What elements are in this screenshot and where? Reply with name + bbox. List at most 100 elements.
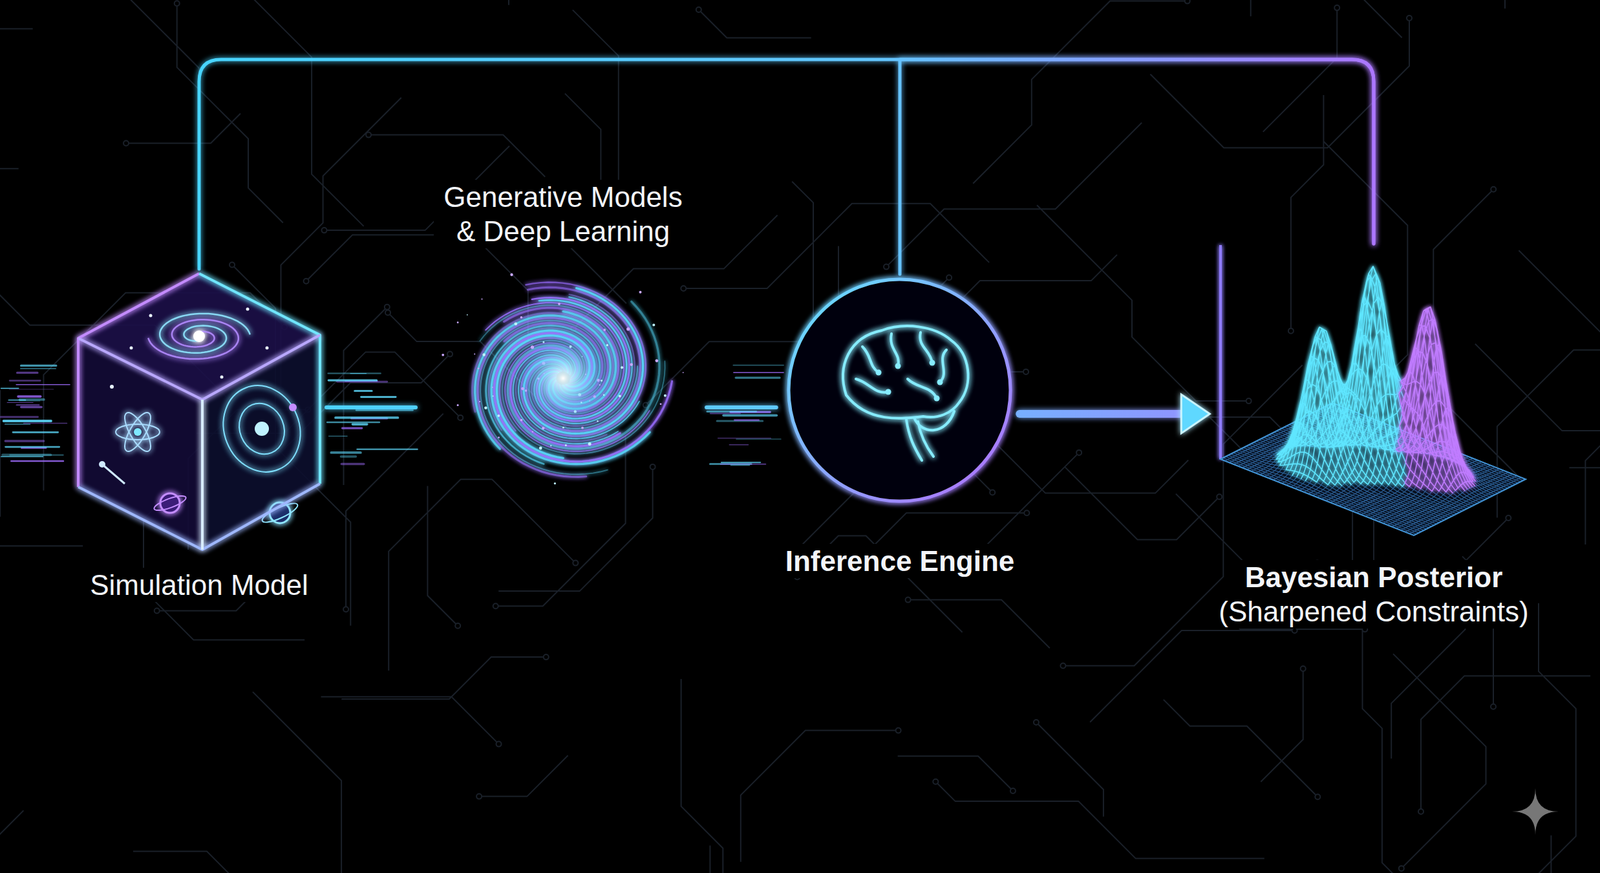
circuit-pad <box>1216 493 1222 500</box>
swirl-particle <box>660 402 662 405</box>
swirl-core <box>517 332 609 424</box>
orbit-sun <box>254 421 269 436</box>
swirl-particle <box>652 323 655 327</box>
data-streak <box>720 463 766 465</box>
data-streak <box>731 464 750 466</box>
circuit-pad <box>1023 369 1029 375</box>
circuit-pad <box>496 741 502 747</box>
brain-folds <box>855 332 947 399</box>
data-streak <box>721 461 761 463</box>
data-streak <box>341 462 364 466</box>
swirl-particle <box>618 394 622 398</box>
circuit-trace <box>908 599 1050 649</box>
data-streak <box>21 364 57 367</box>
node-graphic <box>73 270 326 555</box>
swirl-particle <box>466 314 469 316</box>
circuit-pad <box>896 727 902 734</box>
circuit-pad <box>457 415 463 421</box>
circuit-trace <box>368 135 545 178</box>
circuit-pad <box>1505 515 1511 521</box>
data-streak <box>710 412 740 415</box>
probe-dot <box>98 460 106 468</box>
galaxy-arm <box>148 319 239 359</box>
swirl-particle <box>491 386 494 388</box>
data-streak <box>735 376 780 379</box>
circuit-trace <box>1233 0 1403 38</box>
circuit-trace <box>740 730 899 862</box>
circuit-trace <box>886 122 1142 267</box>
data-streak <box>716 420 763 423</box>
circuit-pad <box>932 778 939 785</box>
circuit-trace <box>126 113 241 144</box>
atom-core <box>133 427 142 436</box>
data-streak <box>9 379 41 382</box>
circuit-pad <box>1288 328 1294 334</box>
circuit-pad <box>123 140 129 147</box>
swirl-particle <box>554 482 556 485</box>
brain-outline <box>843 325 969 419</box>
circuit-trace <box>935 781 1265 859</box>
circuit-trace <box>1260 668 1303 782</box>
star-dot <box>246 307 250 311</box>
swirl-arm <box>493 332 672 462</box>
swirl-particle <box>626 327 630 331</box>
circuit-dot <box>875 369 882 376</box>
circuit-trace <box>972 1 1188 184</box>
data-streak <box>0 415 38 418</box>
circuit-trace <box>388 479 576 671</box>
circuit-trace <box>1036 204 1249 401</box>
circuit-pad <box>905 597 911 603</box>
swirl-particle <box>606 343 609 346</box>
circuit-trace <box>709 845 774 873</box>
circuit-pad <box>1184 0 1191 4</box>
axis-line <box>1219 245 1222 459</box>
circuit-pad <box>174 0 180 6</box>
data-streak <box>328 379 377 382</box>
circuit-trace <box>791 181 814 332</box>
swirl-particle <box>520 316 523 319</box>
swirl-particle <box>497 414 500 417</box>
circuit-pad <box>1033 719 1039 725</box>
circuit-pad <box>1076 449 1082 456</box>
node-graphic <box>1215 245 1533 543</box>
swirl-particle <box>513 321 518 326</box>
swirl-particle <box>481 298 483 300</box>
circuit-pad <box>543 654 549 660</box>
circuit-pad <box>650 464 656 470</box>
atom-orbit <box>115 424 160 440</box>
data-streak <box>361 395 397 398</box>
circuit-pad <box>989 490 995 496</box>
connector-line <box>199 59 1374 269</box>
swirl-particle <box>596 420 598 422</box>
circuit-trace <box>897 755 1014 791</box>
circuit-trace <box>0 0 33 30</box>
data-streak <box>357 448 418 450</box>
cube-edges <box>78 273 320 550</box>
circuit-pad <box>476 793 482 800</box>
data-streak <box>723 413 777 417</box>
atom-icon <box>115 409 160 456</box>
data-streak <box>16 384 70 386</box>
circuit-trace <box>133 851 269 873</box>
circuit-pad <box>493 603 499 609</box>
circuit-pad <box>321 227 328 233</box>
circuit-trace <box>508 0 703 6</box>
circuit-trace <box>498 466 653 591</box>
circuit-trace <box>1420 835 1551 873</box>
posterior-plane <box>1220 402 1526 536</box>
circuit-pad <box>1398 865 1405 871</box>
circuit-trace <box>1250 0 1350 17</box>
data-streak <box>7 402 33 403</box>
node-label: (Sharpened Constraints) <box>1214 594 1533 629</box>
planet-ring <box>152 493 188 514</box>
cube-edge <box>78 273 200 487</box>
swirl-arm <box>477 318 608 478</box>
data-streak <box>707 410 757 413</box>
orbit-ring <box>231 396 292 461</box>
brain-stem <box>906 419 934 461</box>
data-streak <box>20 367 56 370</box>
circuit-trace <box>343 307 388 485</box>
swirl-particle <box>484 406 488 410</box>
data-streak <box>335 416 398 419</box>
